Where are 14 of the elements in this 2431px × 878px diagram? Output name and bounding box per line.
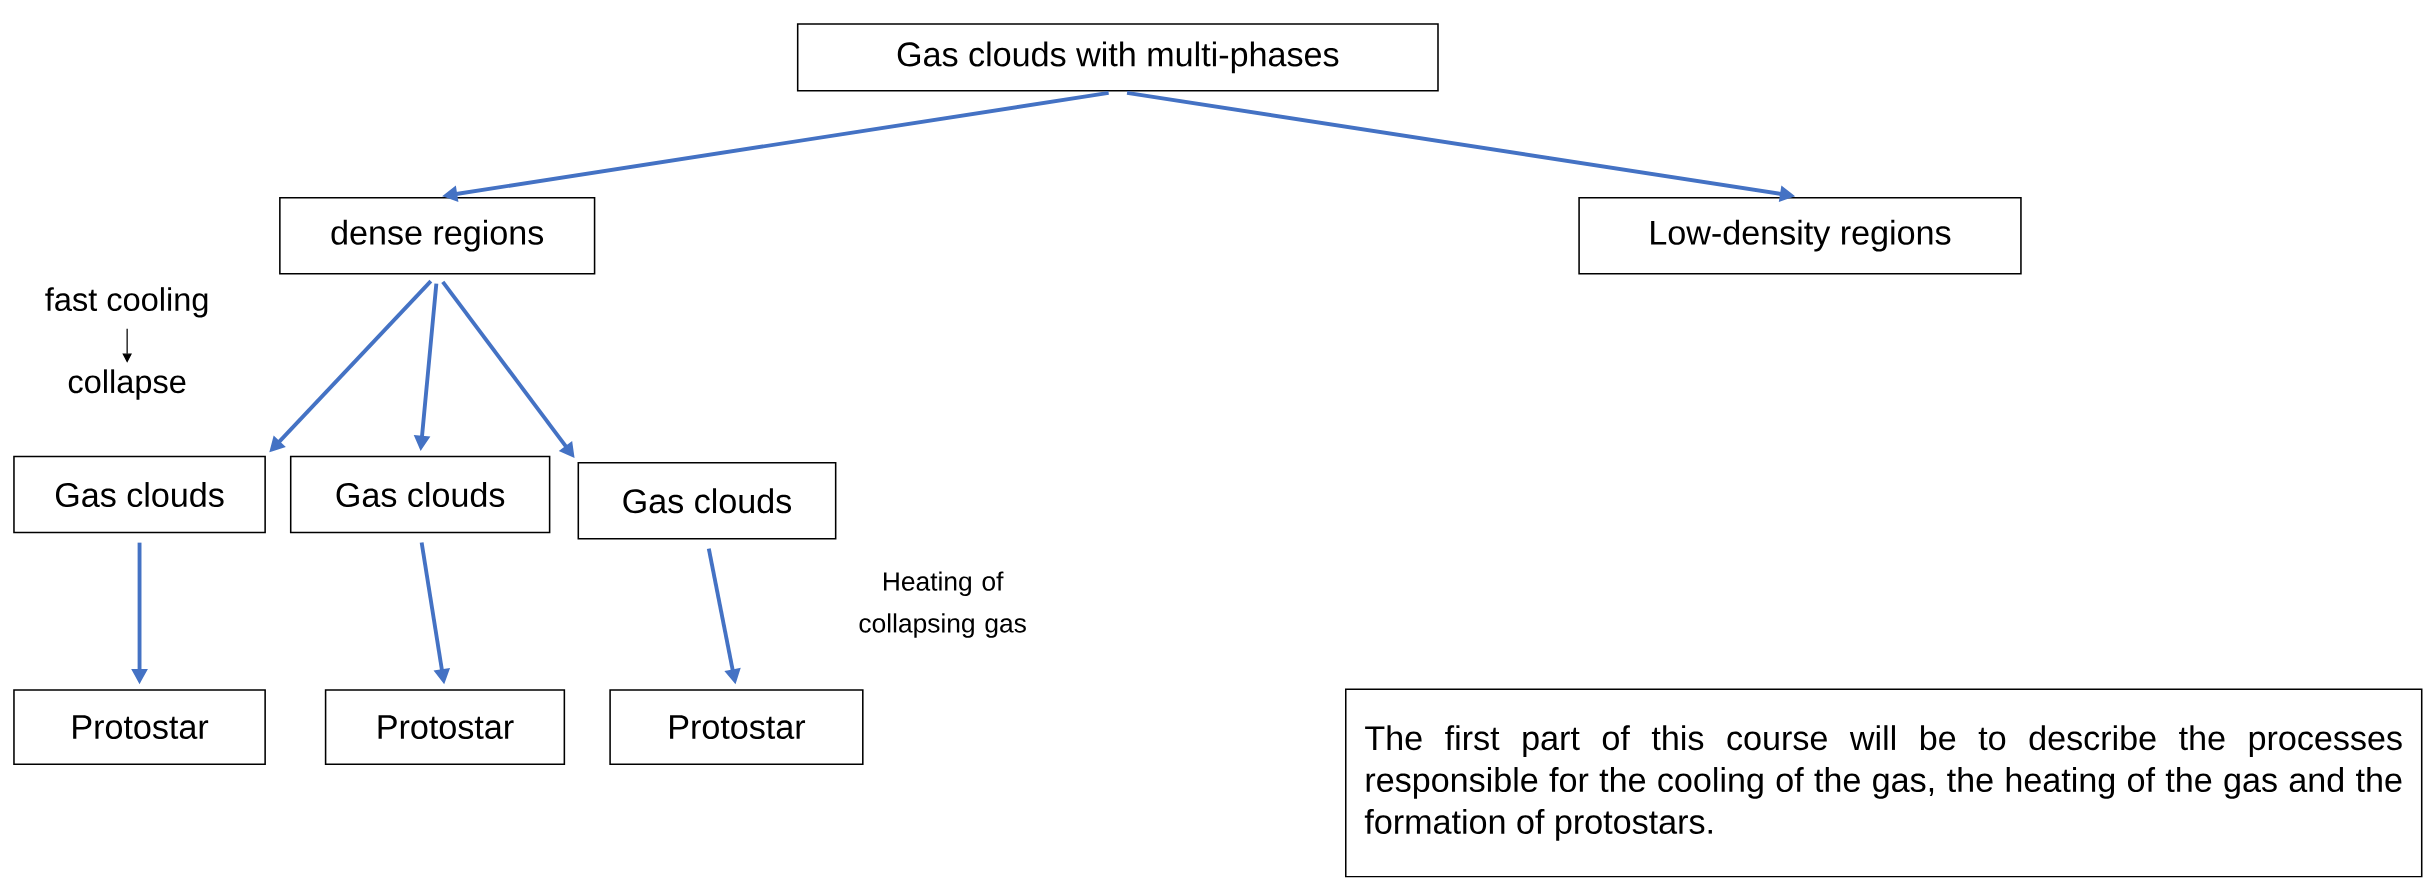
arrow [122, 328, 132, 363]
process-box: Protostar [13, 689, 266, 766]
text-label: fast cooling [45, 287, 208, 318]
process-box: Gas clouds [13, 456, 266, 534]
process-box: Gas clouds [577, 462, 837, 540]
note-text: Heating of collapsing gas [859, 571, 1026, 639]
text-label: collapse [68, 369, 186, 400]
process-box: Protostar [324, 689, 566, 766]
process-box: dense regions [279, 197, 596, 275]
process-box: Gas clouds with multi-phases [796, 23, 1439, 92]
process-box: Low-density regions [1578, 197, 2022, 275]
process-box: Gas clouds [289, 456, 551, 534]
process-box: Protostar [609, 689, 864, 766]
process-box: The first part of this course will be to describe the processes responsible for the cooling of the gas, the heating of the gas and the formation of protostars. [1344, 688, 2423, 878]
